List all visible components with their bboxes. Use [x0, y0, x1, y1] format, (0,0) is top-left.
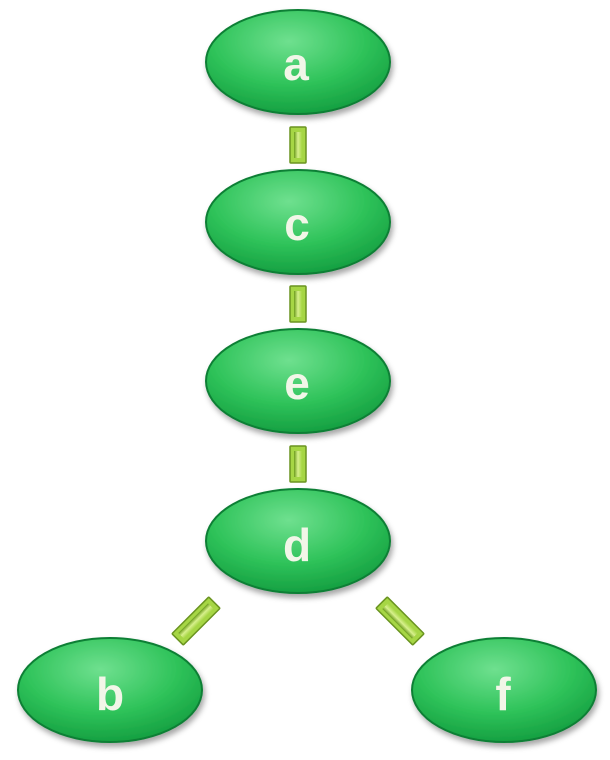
node-label-f: f: [495, 668, 511, 720]
node-e: e: [205, 328, 391, 434]
edge-d-b: [171, 596, 221, 646]
edge-c-e: [289, 285, 307, 323]
nodes-layer: a c e d b f: [17, 9, 597, 743]
node-label-d: d: [283, 519, 311, 571]
node-label-a: a: [283, 38, 309, 90]
edge-a-c: [289, 126, 307, 164]
edge-d-f: [375, 596, 425, 646]
node-b: b: [17, 637, 203, 743]
edges-layer: [171, 126, 425, 646]
node-f: f: [411, 637, 597, 743]
node-label-c: c: [284, 198, 310, 250]
node-c: c: [205, 169, 391, 275]
node-d: d: [205, 488, 391, 594]
node-label-b: b: [96, 668, 124, 720]
node-label-e: e: [284, 357, 310, 409]
node-a: a: [205, 9, 391, 115]
edge-e-d: [289, 445, 307, 483]
